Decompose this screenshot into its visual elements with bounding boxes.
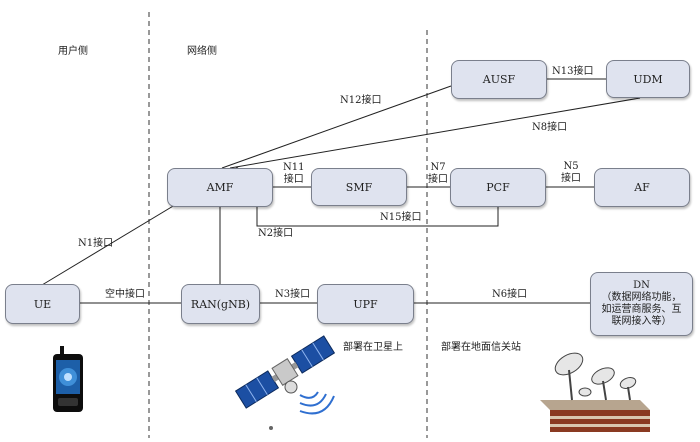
interface-n6-label: N6接口	[492, 289, 528, 300]
af-node: AF	[594, 168, 690, 207]
interface-n7-suffix: 接口	[428, 174, 448, 185]
pcf-node: PCF	[450, 168, 546, 207]
pcf-label: PCF	[486, 181, 510, 194]
dn-desc-line-1: （数据网络功能，	[601, 292, 682, 303]
phone-icon	[53, 346, 83, 412]
interface-n7-name: N7	[430, 162, 446, 173]
amf-label: AMF	[206, 181, 234, 194]
interface-n5-name: N5	[563, 161, 579, 172]
interface-n13-label: N13接口	[552, 66, 594, 77]
ran-node: RAN(gNB)	[181, 284, 260, 324]
interface-n2-label: N2接口	[258, 228, 294, 239]
user-side-label: 用户侧	[58, 46, 88, 57]
smf-node: SMF	[311, 168, 407, 206]
dn-desc-line-3: 联网接入等）	[611, 316, 672, 327]
udm-label: UDM	[633, 72, 663, 86]
interface-n1-label: N1接口	[78, 238, 114, 249]
amf-node: AMF	[167, 168, 273, 207]
interface-n11-name: N11	[283, 162, 305, 173]
ue-label: UE	[33, 297, 52, 311]
link-n15-n2	[256, 207, 499, 227]
interface-air-label: 空中接口	[105, 289, 145, 300]
dn-desc-line-2: 如运营商服务、互	[601, 304, 682, 315]
interface-n5-suffix: 接口	[561, 173, 581, 184]
ue-node: UE	[5, 284, 80, 324]
ausf-node: AUSF	[451, 60, 547, 99]
interface-n8-label: N8接口	[532, 122, 568, 133]
satellite-deployment-note: 部署在卫星上	[343, 342, 403, 353]
interface-n3-label: N3接口	[275, 289, 311, 300]
interface-n12-label: N12接口	[340, 95, 382, 106]
ausf-label: AUSF	[482, 73, 516, 86]
dn-node: DN （数据网络功能， 如运营商服务、互 联网接入等）	[590, 272, 693, 336]
ran-label: RAN(gNB)	[190, 297, 251, 311]
interface-n7-label: N7 接口	[428, 162, 448, 186]
interface-n11-suffix: 接口	[283, 174, 304, 185]
network-side-label: 网络侧	[187, 46, 217, 57]
upf-node: UPF	[317, 284, 414, 324]
satellite-icon	[234, 335, 336, 430]
ground-station-icon	[540, 352, 650, 432]
af-label: AF	[634, 181, 650, 194]
interface-n5-label: N5 接口	[561, 161, 581, 185]
link-n8	[229, 97, 641, 169]
ground-deployment-note: 部署在地面信关站	[441, 342, 521, 353]
link-n12	[221, 85, 452, 169]
interface-n11-label: N11 接口	[283, 162, 304, 186]
upf-label: UPF	[353, 297, 378, 311]
smf-label: SMF	[345, 180, 373, 194]
dn-label: DN	[633, 280, 650, 291]
interface-n15-label: N15接口	[380, 212, 422, 223]
udm-node: UDM	[606, 60, 690, 98]
